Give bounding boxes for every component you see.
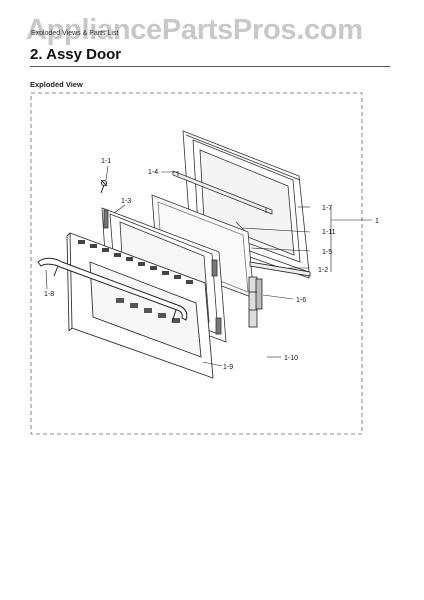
callout-1-11: 1-11: [322, 229, 336, 236]
callout-1: 1: [375, 218, 379, 225]
door-handle: [37, 257, 188, 323]
breadcrumb: Exploded Views & Parts List: [31, 30, 119, 37]
callout-1-5: 1-5: [322, 249, 332, 256]
callout-1-9: 1-9: [223, 364, 233, 371]
callout-1-7: 1-7: [322, 205, 332, 212]
callout-1-1: 1-1: [101, 158, 111, 165]
watermark: AppliancePartsPros.com: [26, 14, 363, 46]
door-hinge-part: [248, 276, 263, 328]
page-title: 2. Assy Door: [30, 46, 122, 63]
callout-1-4: 1-4: [148, 169, 158, 176]
callout-leader-lines: [45, 165, 372, 367]
title-divider: [30, 66, 390, 67]
callout-1-6: 1-6: [296, 297, 306, 304]
door-screw: [100, 179, 108, 194]
door-bottom-strip: [249, 261, 311, 277]
callout-1-2: 1-2: [318, 267, 328, 274]
door-top-bracket: [172, 170, 273, 215]
subtitle: Exploded View: [30, 80, 83, 89]
callout-1-3: 1-3: [121, 198, 131, 205]
callout-1-8: 1-8: [44, 291, 54, 298]
callout-1-10: 1-10: [284, 355, 298, 362]
